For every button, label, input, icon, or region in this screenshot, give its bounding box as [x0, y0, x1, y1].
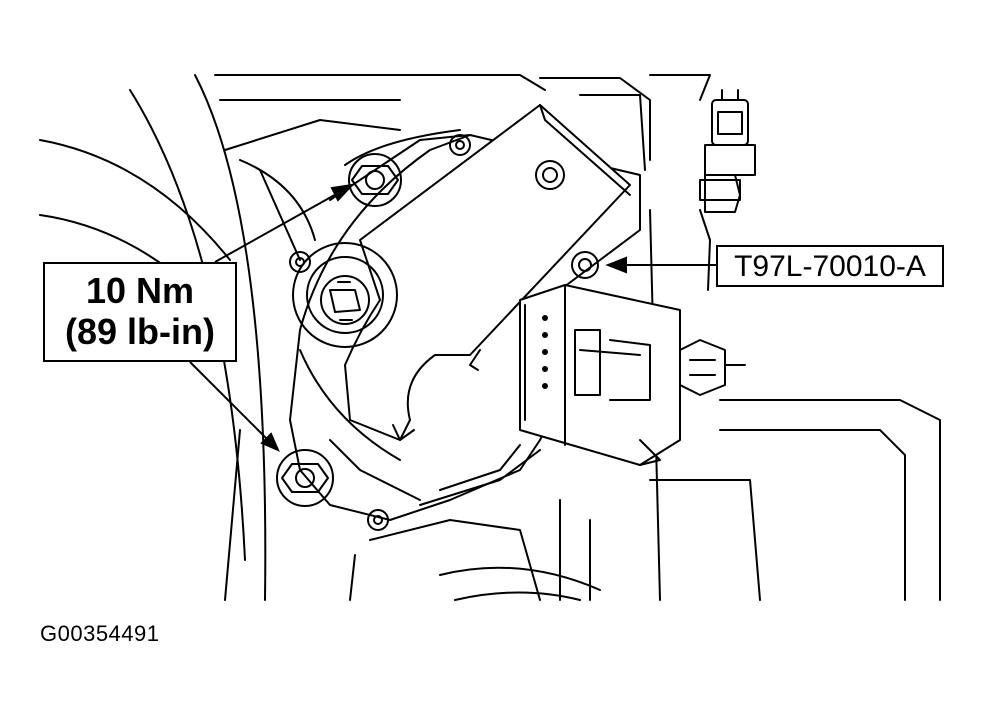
- sensor-connector: [519, 284, 681, 466]
- right-bolt: [679, 339, 746, 396]
- top-right-bolt: [704, 174, 741, 213]
- torque-value-nm: 10 Nm: [85, 270, 195, 311]
- tool-callout: T97L-70010-A: [716, 245, 944, 287]
- torque-value-lbin: (89 lb-in): [65, 311, 215, 352]
- electrical-connector: [699, 89, 756, 201]
- torque-callout: 10 Nm (89 lb-in): [43, 262, 237, 362]
- upper-bolt: [348, 153, 402, 207]
- figure-id: G00354491: [40, 621, 160, 646]
- alignment-tool-plate: [344, 104, 631, 441]
- lower-bolt: [276, 449, 334, 507]
- leader-tool: [605, 256, 716, 274]
- leader-upper-bolt: [214, 183, 355, 263]
- shaft-hub: [292, 242, 398, 348]
- leader-lower-bolt: [189, 361, 280, 452]
- range-sensor-body: [289, 129, 641, 531]
